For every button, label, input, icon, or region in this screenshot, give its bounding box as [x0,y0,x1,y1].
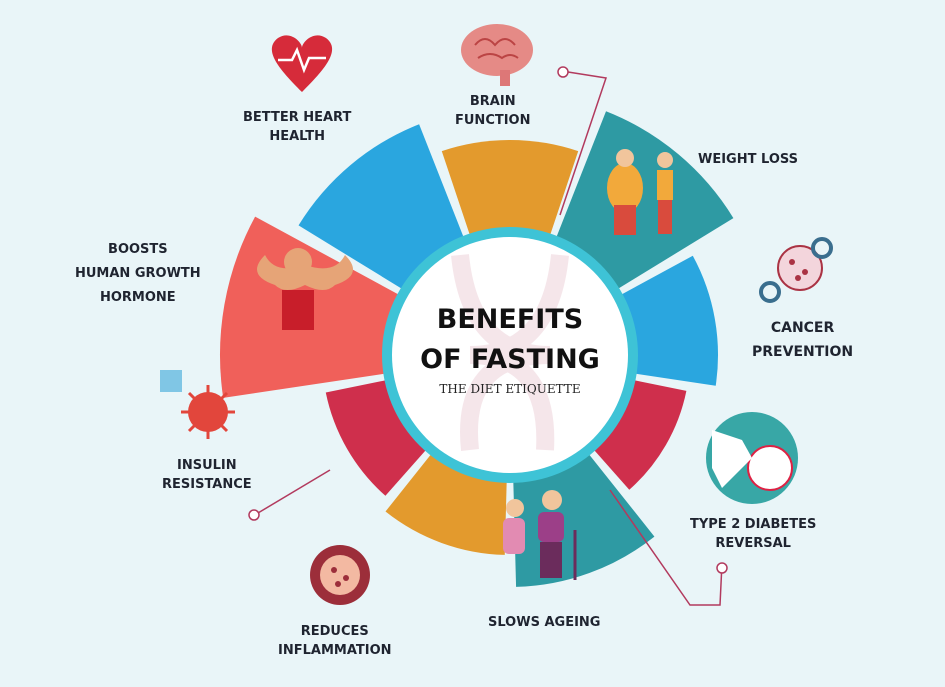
dna-watermark-icon [451,254,569,451]
label-slows-ageing: SLOWS AGEING [488,615,601,630]
connector-insulin [257,469,331,514]
virus-icon [160,370,235,439]
center-title: BENEFITS OF FASTING THE DIET ETIQUETTE [385,230,635,480]
cancer-cell-icon [759,237,833,303]
connector-diabetes [609,489,723,606]
title-line-1: BENEFITS [436,304,584,335]
brain-icon [461,24,533,86]
artery-icon [310,545,370,605]
muscle-man-icon [257,248,353,330]
connector-dot [248,509,260,521]
weight-loss-icon [607,149,673,235]
elderly-couple-icon [503,490,577,580]
brand-name: THE DIET ETIQUETTE [439,382,581,396]
label-weight-loss: WEIGHT LOSS [698,152,799,167]
connector-dot [557,66,569,78]
title-line-2: OF FASTING [420,344,600,375]
heart-icon [271,35,333,92]
center-circle [392,237,628,473]
connector-dot [716,562,728,574]
connector-lines [248,66,728,606]
connector-brain [559,71,607,216]
glucose-test-icon [706,412,798,504]
